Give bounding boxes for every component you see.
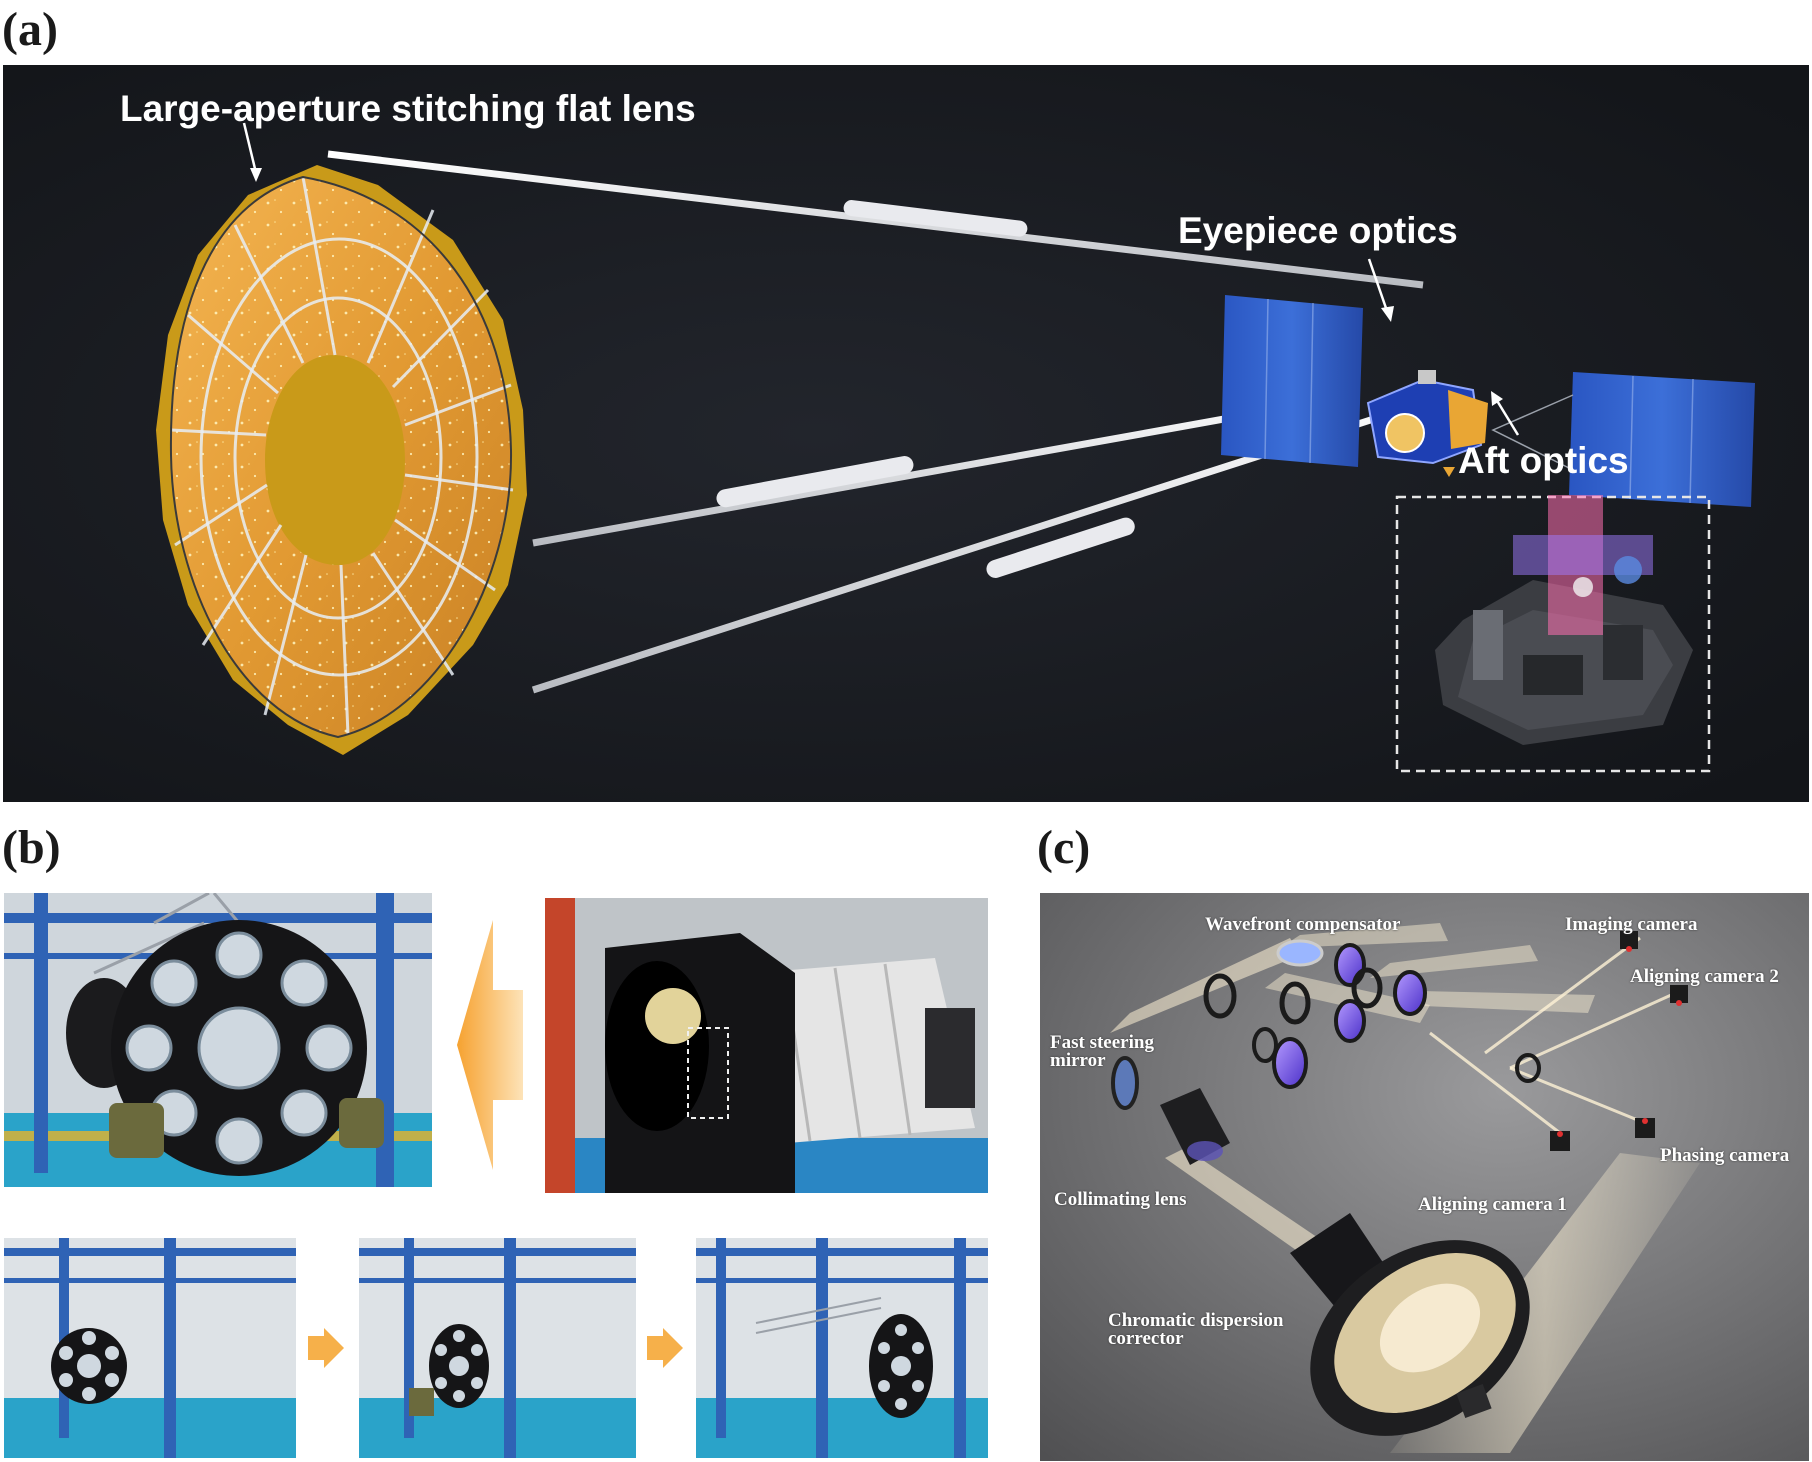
solar-panel-left [1221, 295, 1363, 467]
flat-lens-ring [156, 165, 527, 755]
telescope-rendering: Large-aperture stitching flat lens Eyepi… [3, 65, 1809, 802]
annotation-arrows [242, 122, 1520, 436]
test-chamber-photo [545, 898, 988, 1193]
corrector-label: corrector [1108, 1328, 1184, 1349]
panel-a-letter: (a) [2, 3, 58, 56]
aft-optics-label: Aft optics [1458, 440, 1629, 481]
panel-b-letter: (b) [2, 821, 61, 874]
support-booms [327, 150, 1450, 694]
assembly-step-2-photo [359, 1238, 636, 1458]
right-arrow-2-icon [647, 1328, 683, 1368]
eyepiece-optics-label: Eyepiece optics [1178, 210, 1458, 251]
imaging-camera-label: Imaging camera [1565, 914, 1698, 935]
left-arrow-icon [455, 920, 525, 1170]
flat-lens-label: Large-aperture stitching flat lens [120, 88, 696, 129]
telescope-illustration [3, 65, 1809, 802]
aligning-camera-1-label: Aligning camera 1 [1418, 1194, 1567, 1215]
assembly-step-1-photo [4, 1238, 296, 1458]
aft-optics-inset [1395, 495, 1711, 773]
chromatic-dispersion-label: Chromatic dispersion [1108, 1310, 1284, 1331]
aligning-camera-2-label: Aligning camera 2 [1630, 966, 1779, 987]
aft-optics-diagram [1040, 893, 1809, 1461]
solar-panel-right [1491, 372, 1755, 507]
optical-components [1111, 931, 1688, 1436]
assembled-ring-photo [4, 893, 432, 1187]
panel-c-letter: (c) [1037, 821, 1091, 874]
eyepiece-spacecraft [1366, 370, 1488, 477]
phasing-camera-label: Phasing camera [1660, 1145, 1790, 1166]
fast-steering-label: Fast steering [1050, 1032, 1154, 1053]
assembly-step-3-photo [696, 1238, 988, 1458]
mirror-label: mirror [1050, 1050, 1106, 1071]
right-arrow-1-icon [308, 1328, 344, 1368]
collimating-lens-label: Collimating lens [1054, 1189, 1187, 1210]
wavefront-compensator-label: Wavefront compensator [1205, 914, 1401, 935]
aft-optics-layout: Wavefront compensator Imaging camera Ali… [1040, 893, 1809, 1461]
